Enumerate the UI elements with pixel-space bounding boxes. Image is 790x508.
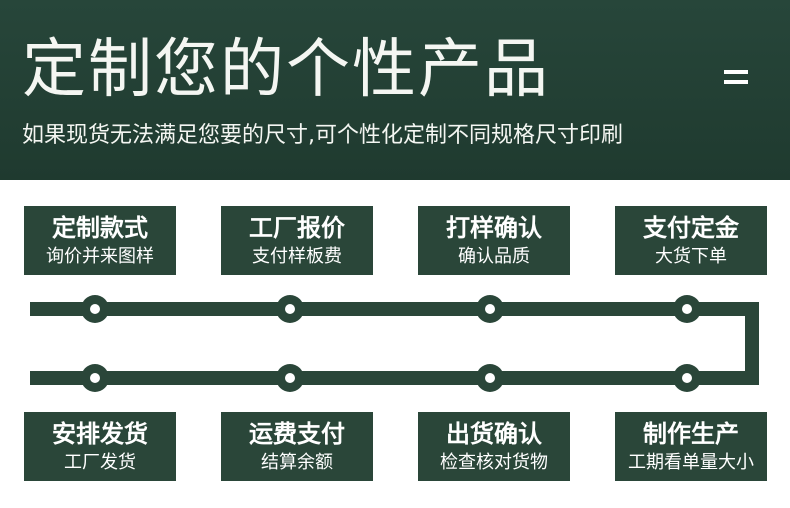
step-subtitle: 结算余额 — [261, 452, 333, 473]
header-banner: 定制您的个性产品 如果现货无法满足您要的尺寸,可个性化定制不同规格尺寸印刷 — [0, 0, 790, 180]
step-title: 安排发货 — [52, 420, 148, 448]
timeline-path — [30, 302, 759, 385]
step-title: 打样确认 — [446, 214, 542, 242]
step-card-factory-quote: 工厂报价 支付样板费 — [221, 206, 373, 275]
step-subtitle: 工厂发货 — [64, 452, 136, 473]
step-title: 运费支付 — [249, 420, 345, 448]
step-subtitle: 询价并来图样 — [46, 246, 154, 267]
step-card-freight-payment: 运费支付 结算余额 — [221, 412, 373, 481]
timeline-node — [673, 364, 701, 392]
page-title: 定制您的个性产品 — [22, 33, 550, 107]
step-title: 工厂报价 — [249, 214, 345, 242]
step-subtitle: 大货下单 — [655, 246, 727, 267]
timeline-node — [276, 295, 304, 323]
step-card-sample-confirm: 打样确认 确认品质 — [418, 206, 570, 275]
timeline-node — [673, 295, 701, 323]
step-title: 制作生产 — [643, 420, 739, 448]
step-card-shipment-confirm: 出货确认 检查核对货物 — [418, 412, 570, 481]
step-subtitle: 支付样板费 — [252, 246, 342, 267]
step-card-custom-style: 定制款式 询价并来图样 — [24, 206, 176, 275]
menu-icon-bar — [724, 80, 748, 84]
page-subtitle: 如果现货无法满足您要的尺寸,可个性化定制不同规格尺寸印刷 — [22, 123, 623, 148]
step-card-production: 制作生产 工期看单量大小 — [615, 412, 767, 481]
step-title: 出货确认 — [446, 420, 542, 448]
step-subtitle: 工期看单量大小 — [628, 452, 754, 473]
step-card-arrange-shipping: 安排发货 工厂发货 — [24, 412, 176, 481]
menu-icon[interactable] — [724, 70, 748, 86]
step-subtitle: 确认品质 — [458, 246, 530, 267]
timeline-node — [476, 364, 504, 392]
step-title: 定制款式 — [52, 214, 148, 242]
menu-icon-bar — [724, 70, 748, 74]
timeline-node — [81, 295, 109, 323]
timeline-node — [81, 364, 109, 392]
timeline-node — [276, 364, 304, 392]
step-title: 支付定金 — [643, 214, 739, 242]
timeline-node — [476, 295, 504, 323]
step-card-deposit: 支付定金 大货下单 — [615, 206, 767, 275]
step-subtitle: 检查核对货物 — [440, 452, 548, 473]
